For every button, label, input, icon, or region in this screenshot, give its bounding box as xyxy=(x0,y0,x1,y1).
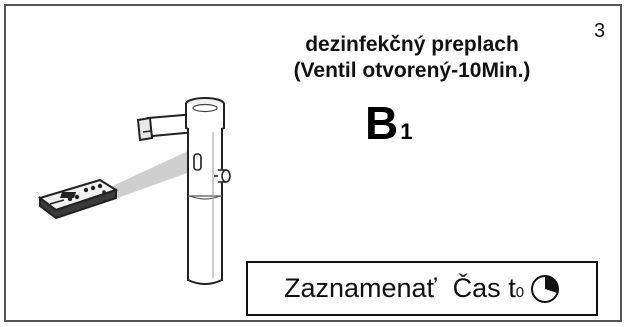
note-time-label: Čas t xyxy=(452,273,516,303)
ir-beam xyxy=(108,150,190,200)
step-label: B1 xyxy=(365,100,412,155)
step-title-line1: dezinfekčný preplach xyxy=(305,33,519,56)
note-box: Zaznamenať Čas t0 xyxy=(246,261,598,316)
step-title-line2: (Ventil otvorený-10Min.) xyxy=(293,59,531,82)
step-title: dezinfekčný preplach (Ventil otvorený-10… xyxy=(236,32,588,84)
remote-control-icon xyxy=(37,178,119,220)
step-letter: B xyxy=(365,97,399,149)
note-time-subscript: 0 xyxy=(515,284,525,301)
faucet-icon xyxy=(136,97,231,285)
page-number: 3 xyxy=(594,20,606,42)
note-text: Zaznamenať xyxy=(283,273,437,303)
clock-icon xyxy=(531,274,560,303)
step-subscript: 1 xyxy=(400,119,413,144)
note-time: Čas t0 xyxy=(453,273,524,304)
